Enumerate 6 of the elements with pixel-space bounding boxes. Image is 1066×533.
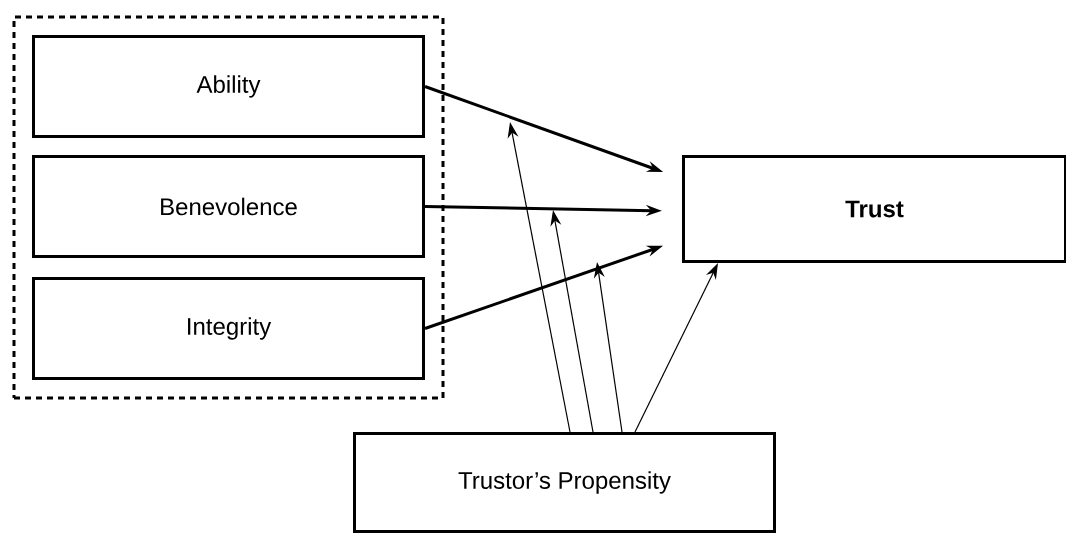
outcome-box: Trust [682,155,1066,263]
propensity-box: Trustor’s Propensity [353,432,776,533]
factor-box: Integrity [32,277,425,380]
factor-box: Benevolence [32,155,425,258]
factor-box: Ability [32,35,425,138]
dashed-group-box [12,15,445,400]
